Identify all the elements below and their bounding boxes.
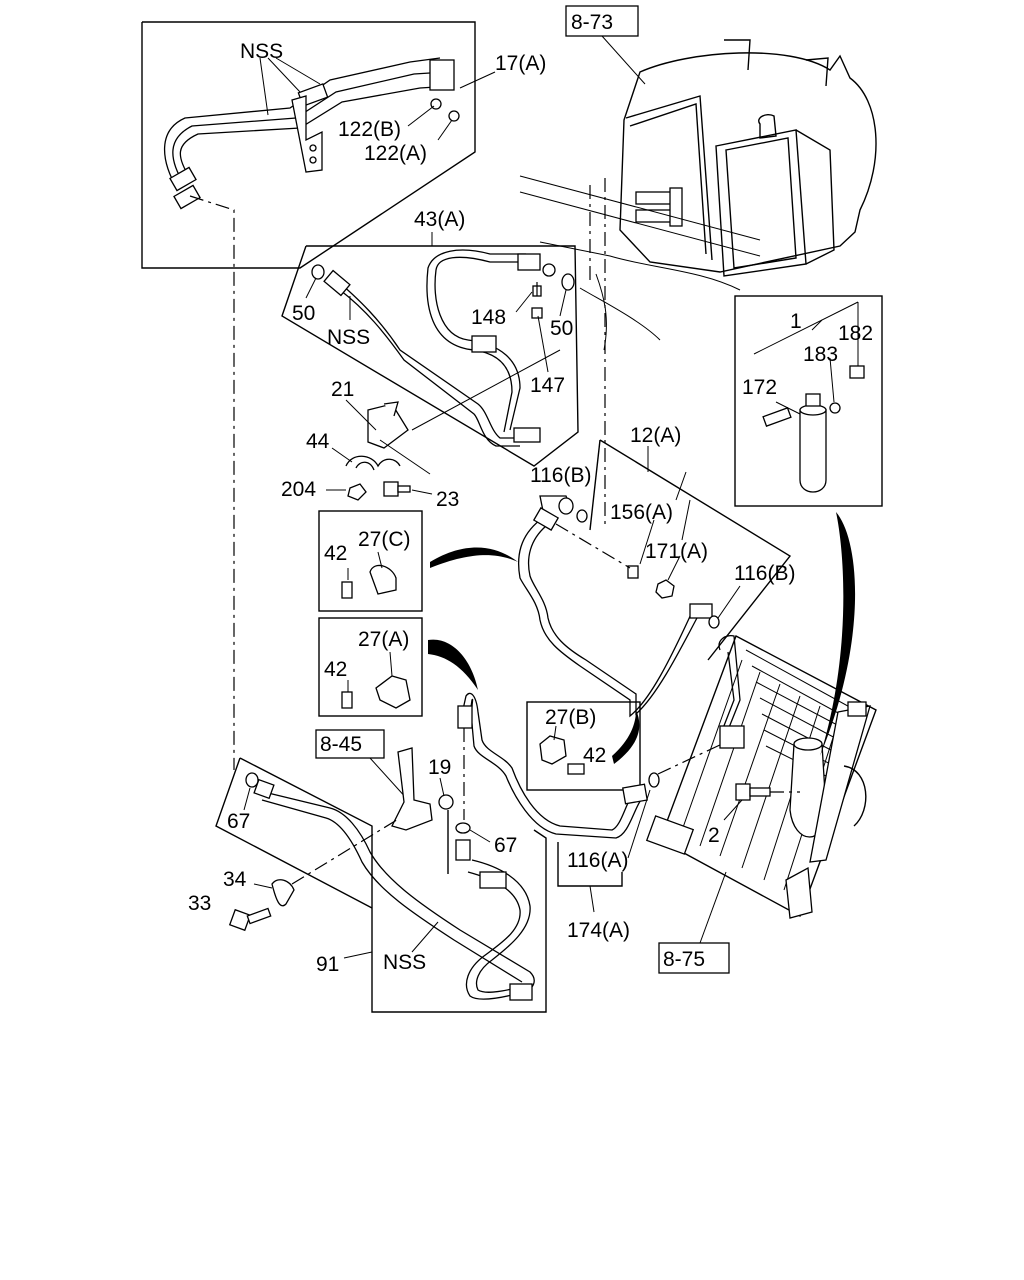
ref-8-73: 8-73 bbox=[571, 11, 613, 34]
label-19: 19 bbox=[428, 756, 451, 779]
group-91: 67 67 34 33 91 NSS bbox=[188, 757, 547, 1013]
group-12a: 12(A) 116(B) 156(A) 171(A) 116(B) bbox=[517, 424, 795, 718]
label-116a: 116(A) bbox=[567, 849, 628, 872]
label-34: 34 bbox=[223, 868, 247, 891]
label-50-left: 50 bbox=[292, 302, 315, 325]
label-17a: 17(A) bbox=[495, 52, 546, 75]
label-42-b: 42 bbox=[324, 658, 347, 681]
label-nss-top: NSS bbox=[240, 40, 283, 63]
label-182: 182 bbox=[838, 322, 873, 345]
label-122b: 122(B) bbox=[338, 118, 401, 141]
label-2: 2 bbox=[708, 824, 720, 847]
label-23: 23 bbox=[436, 488, 459, 511]
label-172: 172 bbox=[742, 376, 777, 399]
label-67-right: 67 bbox=[494, 834, 517, 857]
label-33: 33 bbox=[188, 892, 211, 915]
label-27a: 27(A) bbox=[358, 628, 409, 651]
bracket-19-group: 8-45 19 bbox=[315, 729, 454, 874]
condenser-assembly: 2 8-75 bbox=[645, 512, 877, 974]
label-43a: 43(A) bbox=[414, 208, 465, 231]
label-44: 44 bbox=[306, 430, 330, 453]
label-1: 1 bbox=[790, 310, 802, 333]
evaporator-assembly: 8-73 bbox=[519, 5, 877, 528]
label-171a: 171(A) bbox=[645, 540, 708, 563]
ref-8-75: 8-75 bbox=[663, 948, 705, 971]
label-204: 204 bbox=[281, 478, 316, 501]
label-122a: 122(A) bbox=[364, 142, 427, 165]
label-156a: 156(A) bbox=[610, 501, 673, 524]
receiver-drier-box: 1 182 183 172 bbox=[734, 295, 883, 507]
label-147: 147 bbox=[530, 374, 565, 397]
label-27c: 27(C) bbox=[358, 528, 411, 551]
label-174a: 174(A) bbox=[567, 919, 630, 942]
label-nss-bottom: NSS bbox=[383, 951, 426, 974]
label-116b-top: 116(B) bbox=[530, 464, 591, 487]
label-183: 183 bbox=[803, 343, 838, 366]
label-21: 21 bbox=[331, 378, 354, 401]
label-12a: 12(A) bbox=[630, 424, 681, 447]
label-27b: 27(B) bbox=[545, 706, 596, 729]
group-17a: NSS 17(A) 122(B) 122(A) bbox=[141, 21, 546, 269]
label-148: 148 bbox=[471, 306, 506, 329]
label-nss-mid: NSS bbox=[327, 326, 370, 349]
label-42-c: 42 bbox=[583, 744, 606, 767]
label-67-left: 67 bbox=[227, 810, 250, 833]
label-91: 91 bbox=[316, 953, 339, 976]
group-43a: 43(A) 50 NSS 148 50 147 bbox=[281, 208, 579, 467]
inset-27a: 42 27(A) bbox=[318, 617, 478, 717]
group-174a: 116(A) 174(A) bbox=[457, 692, 723, 942]
ref-8-45: 8-45 bbox=[320, 733, 362, 756]
label-116b-right: 116(B) bbox=[734, 562, 795, 585]
label-50-right: 50 bbox=[550, 317, 573, 340]
label-42-a: 42 bbox=[324, 542, 347, 565]
inset-27b: 27(B) 42 bbox=[526, 701, 641, 791]
bracket-21-group: 21 44 204 23 bbox=[281, 349, 561, 511]
inset-27c: 42 27(C) bbox=[318, 510, 518, 612]
